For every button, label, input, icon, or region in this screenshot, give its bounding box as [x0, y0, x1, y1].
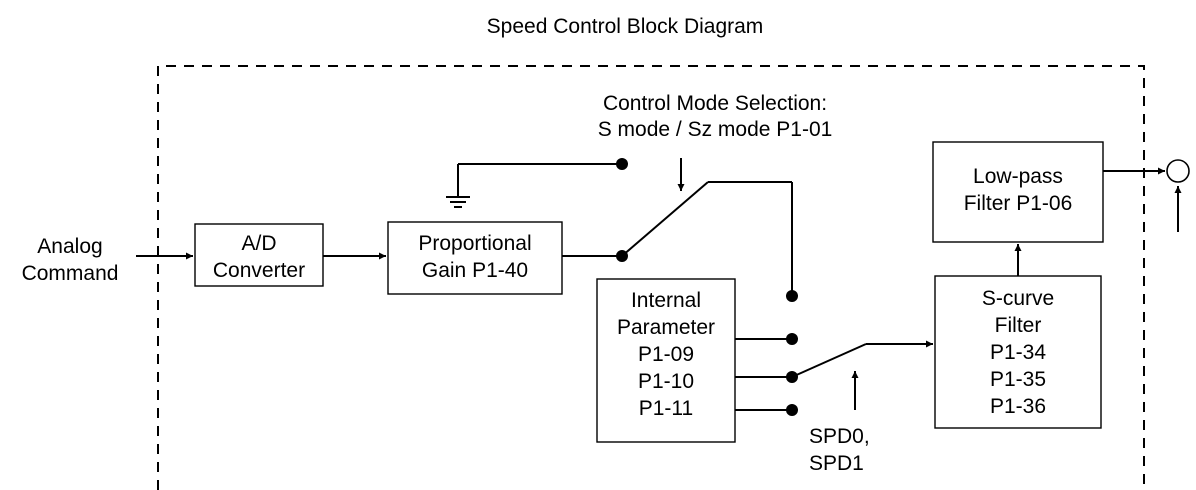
- low-pass-filter-block: [932, 141, 1104, 243]
- spd-select-label-line1: SPD0,: [809, 425, 870, 448]
- ad-converter-block: [194, 223, 324, 287]
- s-curve-filter-block: [934, 275, 1102, 429]
- speed-terminal-analog-dot: [786, 290, 798, 302]
- speed-terminal-3-dot: [786, 404, 798, 416]
- ad-converter-label-line2: Converter: [213, 259, 305, 282]
- mode-selection-label-line2: S mode / Sz mode P1-01: [598, 118, 833, 141]
- internal-parameter-label-line5: P1-11: [639, 397, 693, 420]
- low-pass-filter-label-line1: Low-pass: [973, 165, 1063, 188]
- proportional-gain-label-line2: Gain P1-40: [422, 259, 528, 282]
- dashed-boundary: [157, 65, 1145, 490]
- s-curve-filter-label-line3: P1-34: [990, 341, 1046, 364]
- spd-select-label-line2: SPD1: [809, 452, 864, 475]
- internal-parameter-label-line3: P1-09: [638, 343, 694, 366]
- mode-switch-blade: [621, 181, 709, 257]
- ground-terminal-dot: [616, 158, 628, 170]
- speed-switch-blade: [791, 343, 867, 378]
- proportional-gain-block: [387, 221, 563, 295]
- internal-parameter-label-line2: Parameter: [617, 316, 715, 339]
- diagram-title: Speed Control Block Diagram: [487, 15, 764, 38]
- proportional-gain-label-line1: Proportional: [418, 232, 531, 255]
- speed-terminal-1-dot: [786, 333, 798, 345]
- analog-command-label-line1: Analog: [37, 235, 102, 258]
- ad-converter-label-line1: A/D: [241, 232, 276, 255]
- internal-parameter-label-line4: P1-10: [638, 370, 694, 393]
- s-curve-filter-label-line5: P1-36: [990, 395, 1046, 418]
- s-curve-filter-label-line2: Filter: [995, 314, 1042, 337]
- output-summing-node: [1166, 159, 1190, 183]
- s-curve-filter-label-line1: S-curve: [982, 287, 1054, 310]
- internal-parameter-label-line1: Internal: [631, 289, 701, 312]
- low-pass-filter-label-line2: Filter P1-06: [964, 192, 1073, 215]
- internal-parameter-block: [596, 278, 736, 443]
- analog-command-label-line2: Command: [22, 262, 119, 285]
- mode-selection-label-line1: Control Mode Selection:: [603, 92, 827, 115]
- s-curve-filter-label-line4: P1-35: [990, 368, 1046, 391]
